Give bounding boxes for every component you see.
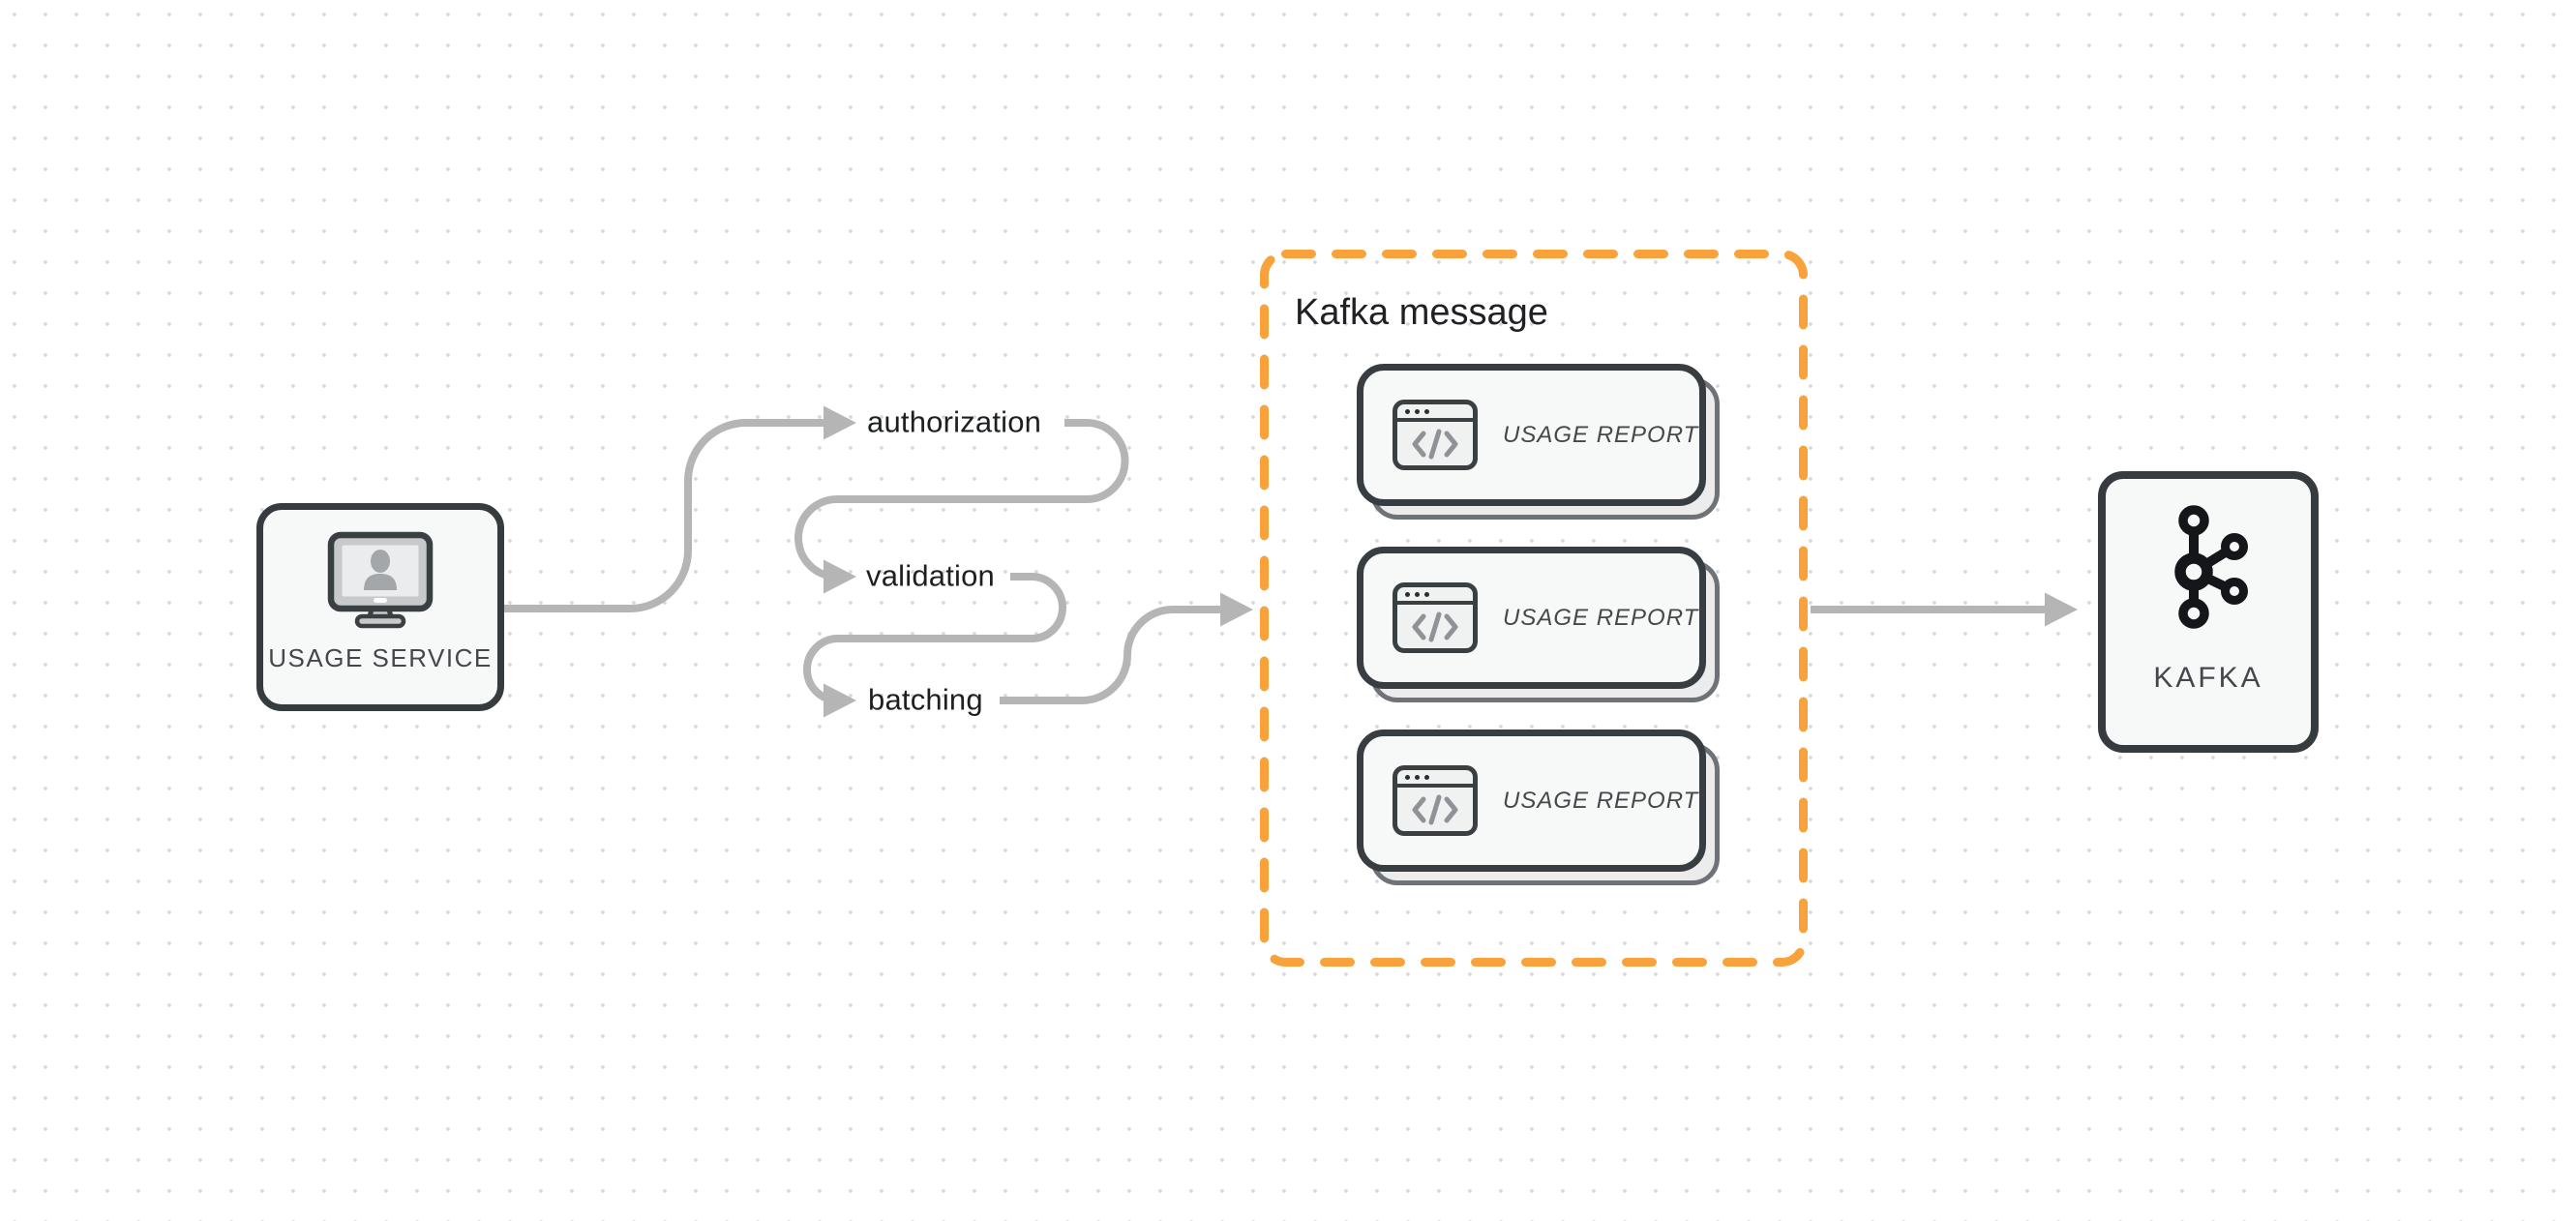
step-batching[interactable]: batching <box>868 682 983 717</box>
dashed-group-border <box>1260 250 1808 967</box>
kafka-logo-icon <box>2174 505 2248 629</box>
kafka-node[interactable]: KAFKA <box>2098 471 2319 753</box>
edge-authorization-to-validation <box>794 419 1129 581</box>
usage-report-label: USAGE REPORT <box>1503 787 1699 814</box>
arrowhead-icon <box>824 405 856 440</box>
edge-validation-to-batching <box>803 573 1066 704</box>
code-window-icon <box>1393 400 1478 470</box>
arrowhead-icon <box>1220 592 1253 627</box>
step-validation[interactable]: validation <box>866 558 995 593</box>
kafka-label: KAFKA <box>2153 662 2263 694</box>
kafka-message-title: Kafka message <box>1295 292 1548 333</box>
kafka-message-group[interactable]: Kafka message USAGE REPORT <box>1260 250 1808 967</box>
edge-batching-to-kafka-message <box>1000 606 1220 704</box>
usage-report-label: USAGE REPORT <box>1503 604 1699 631</box>
edge-usage-service-to-authorization <box>504 419 824 612</box>
code-window-icon <box>1393 765 1478 836</box>
arrowhead-icon <box>824 559 856 594</box>
monitor-user-icon <box>327 531 434 629</box>
arrowhead-icon <box>2045 592 2078 627</box>
usage-report-card[interactable]: USAGE REPORT <box>1357 730 1720 885</box>
arrowhead-icon <box>824 683 856 718</box>
usage-service-node[interactable]: USAGE SERVICE <box>256 503 504 711</box>
code-window-icon <box>1393 582 1478 653</box>
usage-report-label: USAGE REPORT <box>1503 421 1699 448</box>
usage-service-label: USAGE SERVICE <box>268 643 493 672</box>
usage-report-card[interactable]: USAGE REPORT <box>1357 364 1720 520</box>
usage-report-card[interactable]: USAGE REPORT <box>1357 547 1720 702</box>
step-authorization[interactable]: authorization <box>867 404 1042 439</box>
